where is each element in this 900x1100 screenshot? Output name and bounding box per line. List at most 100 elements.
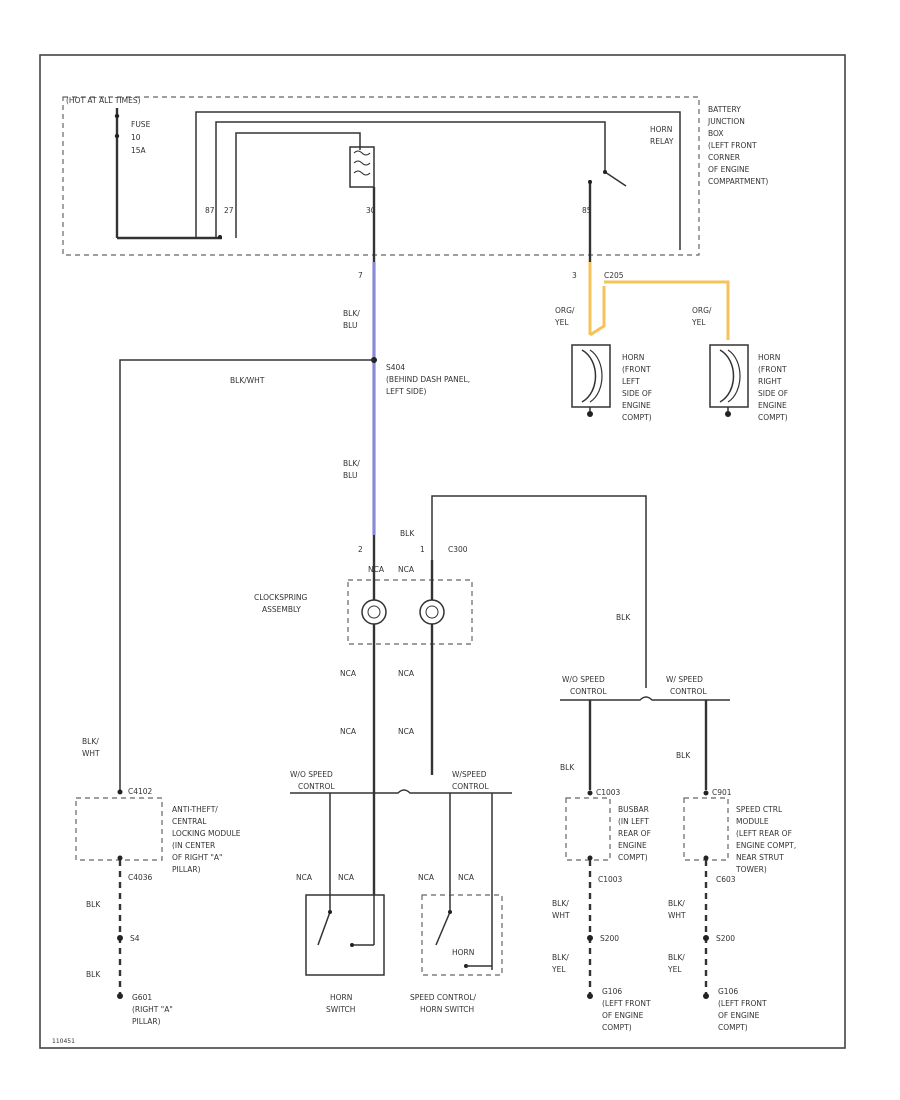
clockspring-outline <box>347 579 473 645</box>
speed-control-horn-switch-label: SPEED CONTROL/ HORN SWITCH <box>410 993 478 1014</box>
relay-pin-27: 27 <box>224 206 234 215</box>
speed-control-option-line <box>560 696 730 701</box>
wo-speed-control-mid-label: W/O SPEED CONTROL <box>290 770 335 791</box>
relay-switch-pivot <box>603 170 607 174</box>
wire-blk-4: BLK <box>86 970 101 979</box>
relay-pin-30: 30 <box>366 206 376 215</box>
conn-c1003-label: C1003 <box>596 788 621 797</box>
horn-right-label: HORN (FRONT RIGHT SIDE OF ENGINE COMPT) <box>758 353 790 422</box>
relay-pin-85: 85 <box>582 206 592 215</box>
footer-code: 110451 <box>52 1038 75 1045</box>
diagram-frame <box>39 54 846 1049</box>
s4-dot <box>117 935 123 941</box>
horn-left-label: HORN (FRONT LEFT SIDE OF ENGINE COMPT) <box>622 353 654 422</box>
pin-s4-label: S4 <box>130 934 140 943</box>
wire-blk-wht-2-label: BLK/ WHT <box>82 737 101 758</box>
horn-relay-label: HORN RELAY <box>650 125 675 146</box>
clockspring-left-coil <box>361 599 387 625</box>
wire-blk-6: BLK <box>676 751 691 760</box>
conn-c4036-label: C4036 <box>128 873 153 882</box>
ground-g106-a-label: G106 (LEFT FRONT OF ENGINE COMPT) <box>602 987 653 1032</box>
relay-pin-dot <box>218 235 222 239</box>
fuse-top-dot <box>114 113 120 119</box>
org-yel-wire-right <box>604 280 730 340</box>
org-yel-wire-branch <box>589 286 606 337</box>
splice-s404-label: S404 (BEHIND DASH PANEL, LEFT SIDE) <box>386 363 472 396</box>
wire-blk-top-label: BLK <box>400 529 415 538</box>
wire-blk-blu-label-1: BLK/ BLU <box>343 309 362 330</box>
box-middle-wire <box>215 121 606 238</box>
nca-1: NCA <box>368 565 385 574</box>
c1003b-dot <box>587 855 593 861</box>
wire-blk-3: BLK <box>86 900 101 909</box>
wire-blk-wht-4-label: BLK/ WHT <box>668 899 687 920</box>
nca-10: NCA <box>458 873 475 882</box>
busbar-outline <box>565 797 611 861</box>
anti-theft-module-label: ANTI-THEFT/ CENTRAL LOCKING MODULE (IN C… <box>172 805 243 874</box>
g601-dot <box>117 993 123 999</box>
conn-c901-label: C901 <box>712 788 732 797</box>
wo-speed-control-top-label: W/O SPEED CONTROL <box>562 675 607 696</box>
wire-blk-yel-1-label: BLK/ YEL <box>551 953 571 974</box>
w-speed-control-mid-label: W/SPEED CONTROL <box>452 770 489 791</box>
clockspring-right-coil <box>419 599 445 625</box>
conn-c1003b-label: C1003 <box>598 875 623 884</box>
box-outer-wire <box>195 111 681 250</box>
horn-left-symbol <box>571 344 611 417</box>
wire-blk-yel-2-label: BLK/ YEL <box>667 953 687 974</box>
wire-org-yel-right-label: ORG/ YEL <box>691 306 714 327</box>
nca-2: NCA <box>398 565 415 574</box>
c4036-dot <box>117 855 123 861</box>
box-inner-wire <box>235 132 361 238</box>
pin-3-label: 3 <box>572 271 577 280</box>
nca-5: NCA <box>340 727 357 736</box>
mid-speed-control-option-line <box>290 789 512 794</box>
wire-blk-wht-3-label: BLK/ WHT <box>552 899 571 920</box>
relay-switch-blade <box>604 171 627 187</box>
nca-7: NCA <box>296 873 313 882</box>
relay-switch-contact <box>588 180 592 184</box>
battery-junction-box-label: BATTERY JUNCTION BOX (LEFT FRONT CORNER … <box>707 105 768 186</box>
c603-dot <box>703 855 709 861</box>
g106b-dot <box>703 993 709 999</box>
conn-c205-label: C205 <box>604 271 624 280</box>
nca-3: NCA <box>340 669 357 678</box>
s200b-dot <box>703 935 709 941</box>
fuse-bottom-dot <box>114 133 120 139</box>
clockspring-label: CLOCKSPRING ASSEMBLY <box>254 593 310 614</box>
pin-1-label: 1 <box>420 545 425 554</box>
wire-blk-5: BLK <box>560 763 575 772</box>
busbar-label: BUSBAR (IN LEFT REAR OF ENGINE COMPT) <box>618 805 653 862</box>
wire-blk-right-label: BLK <box>616 613 631 622</box>
horn-switch-symbol <box>317 895 375 947</box>
speed-control-horn-switch-symbol <box>435 895 493 970</box>
nca-9: NCA <box>418 873 435 882</box>
conn-c300-label: C300 <box>448 545 468 554</box>
c1003-dot <box>587 790 593 796</box>
relay-pin-87: 87 <box>205 206 215 215</box>
splice-s200a-label: S200 <box>600 934 619 943</box>
wire-blk-blu-label-2: BLK/ BLU <box>343 459 362 480</box>
g106a-dot <box>587 993 593 999</box>
horn-right-symbol <box>709 344 749 417</box>
s200a-dot <box>587 935 593 941</box>
c4102-dot <box>117 789 123 795</box>
relay-coil <box>349 146 375 188</box>
c901-dot <box>703 790 709 796</box>
speed-control-horn-switch-outline <box>421 894 503 976</box>
horn-inner-label: HORN <box>452 948 474 957</box>
wire-org-yel-left-label: ORG/ YEL <box>554 306 577 327</box>
fuse-label: FUSE 10 15A <box>131 120 153 155</box>
battery-junction-box-outline <box>62 96 700 256</box>
pin-7-label: 7 <box>358 271 363 280</box>
ground-g601-label: G601 (RIGHT "A" PILLAR) <box>132 993 175 1026</box>
w-speed-control-top-label: W/ SPEED CONTROL <box>666 675 707 696</box>
blk-wht-wire <box>119 359 374 790</box>
hot-at-all-times-label: (HOT AT ALL TIMES) <box>66 96 141 105</box>
ground-g106-b-label: G106 (LEFT FRONT OF ENGINE COMPT) <box>718 987 769 1032</box>
horn-switch-label: HORN SWITCH <box>326 993 355 1014</box>
nca-8: NCA <box>338 873 355 882</box>
blk-right-wire <box>431 495 647 688</box>
conn-c4102-label: C4102 <box>128 787 153 796</box>
